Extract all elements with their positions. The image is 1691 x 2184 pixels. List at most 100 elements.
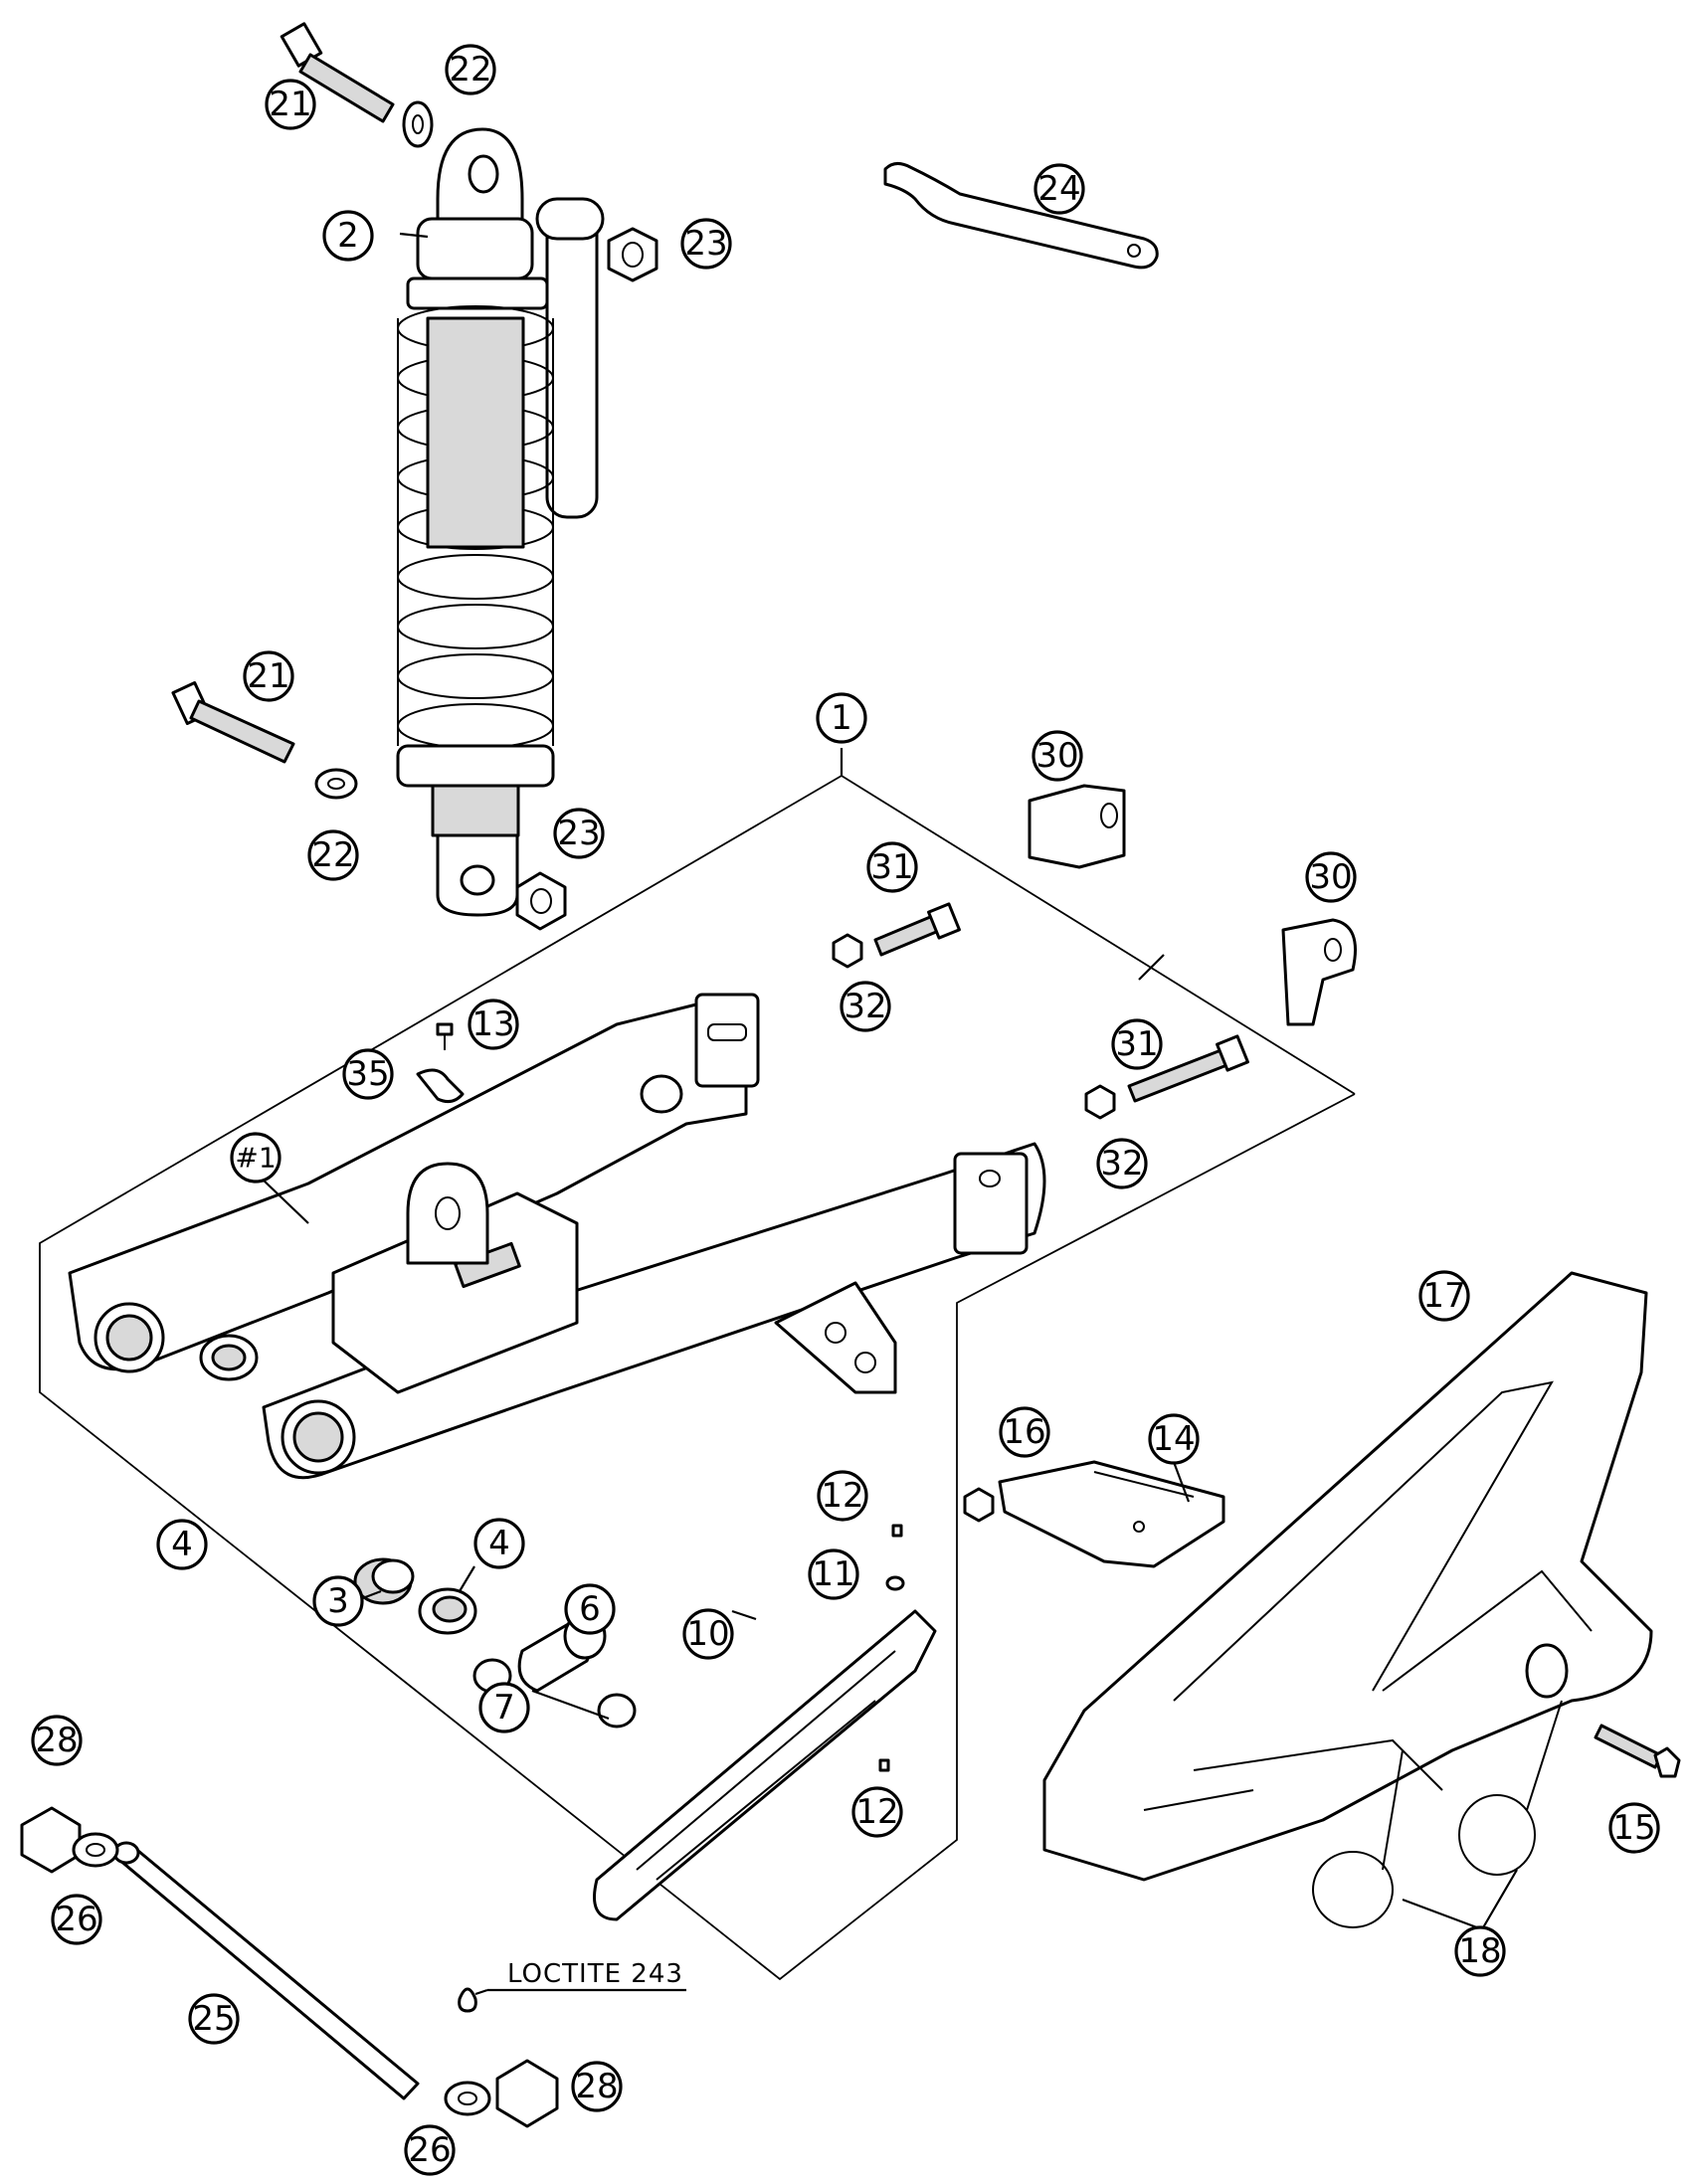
screw-13	[436, 1022, 454, 1050]
svg-text:16: 16	[1003, 1412, 1045, 1452]
callout-4-right: 4	[473, 1518, 525, 1569]
svg-text:10: 10	[686, 1614, 729, 1654]
screw-11	[885, 1575, 905, 1591]
bracket-30-top	[1028, 784, 1126, 869]
callout-28-left: 28	[31, 1715, 83, 1766]
svg-text:26: 26	[55, 1900, 97, 1939]
callout-24: 24	[1033, 163, 1085, 215]
callout-2: 2	[322, 210, 374, 262]
bearing-4-left	[199, 1334, 259, 1381]
svg-text:23: 23	[557, 814, 600, 853]
callout-26-left: 26	[51, 1894, 102, 1945]
svg-text:1: 1	[831, 698, 852, 738]
callout-hash-1: #1	[230, 1132, 282, 1183]
svg-text:28: 28	[35, 1721, 78, 1760]
callout-11: 11	[808, 1548, 859, 1600]
svg-text:17: 17	[1422, 1276, 1465, 1316]
svg-text:22: 22	[449, 50, 491, 90]
svg-text:31: 31	[870, 847, 913, 887]
shock-spring	[397, 305, 554, 749]
svg-text:6: 6	[579, 1589, 601, 1629]
svg-text:14: 14	[1152, 1419, 1195, 1459]
callout-15: 15	[1608, 1802, 1660, 1854]
svg-text:13: 13	[471, 1004, 514, 1044]
callout-6: 6	[564, 1583, 616, 1635]
bearing-4-right	[418, 1587, 477, 1635]
callout-23-top: 23	[680, 218, 732, 270]
callout-16: 16	[999, 1406, 1050, 1458]
callout-18: 18	[1454, 1925, 1506, 1977]
callout-12-bottom: 12	[851, 1786, 903, 1838]
svg-text:26: 26	[408, 2130, 451, 2170]
shock-bolt-top	[280, 22, 395, 123]
callouts: 21 22 2 23 24 21 22 23 1 30 30 31 32 31 …	[31, 44, 1660, 2176]
washer-26-right	[444, 2081, 491, 2116]
callout-28-right: 28	[571, 2061, 623, 2112]
shock-bolt-bottom	[171, 681, 295, 764]
bracket-30-right	[1281, 918, 1357, 1026]
shock-absorber	[396, 127, 605, 917]
clip-35	[416, 1068, 465, 1104]
svg-text:31: 31	[1115, 1024, 1158, 1064]
washer-22-bottom	[314, 768, 358, 800]
loctite-drop	[458, 1987, 477, 2013]
callout-22-top: 22	[445, 44, 496, 95]
callout-21-bottom: 21	[243, 650, 294, 702]
nut-28-right	[495, 2059, 559, 2128]
callout-4-left: 4	[156, 1519, 208, 1570]
callout-1: 1	[816, 692, 867, 744]
spanner-wrench	[883, 162, 1159, 270]
svg-text:15: 15	[1612, 1808, 1655, 1848]
callout-12-top: 12	[817, 1470, 868, 1522]
svg-text:25: 25	[192, 1999, 235, 2039]
nut-16	[963, 1487, 995, 1523]
screw-12-top	[891, 1524, 903, 1538]
cable-ties	[1312, 1700, 1563, 1928]
callout-3: 3	[312, 1575, 364, 1627]
nut-23-top	[607, 227, 658, 282]
svg-text:12: 12	[821, 1476, 863, 1516]
svg-text:18: 18	[1458, 1931, 1501, 1971]
svg-text:21: 21	[269, 85, 311, 124]
bolt-31-right	[1127, 1034, 1249, 1103]
svg-text:28: 28	[575, 2067, 618, 2106]
callout-32-top: 32	[840, 981, 891, 1032]
svg-text:7: 7	[493, 1688, 515, 1728]
svg-text:#1: #1	[235, 1142, 276, 1175]
callout-17: 17	[1418, 1270, 1470, 1322]
washer-22-top	[402, 100, 434, 148]
callout-35: 35	[342, 1048, 394, 1100]
callout-13: 13	[468, 999, 519, 1050]
svg-text:35: 35	[346, 1054, 389, 1094]
callout-10: 10	[682, 1608, 734, 1660]
loctite-note: LOCTITE 243	[507, 1959, 683, 1989]
svg-text:12: 12	[855, 1792, 898, 1832]
leader-lines	[260, 232, 1518, 1996]
svg-text:30: 30	[1309, 857, 1352, 897]
nut-28-left	[20, 1806, 82, 1874]
callout-30-right: 30	[1305, 851, 1357, 903]
chain-guard	[1042, 1271, 1653, 1882]
nut-32-top	[832, 933, 863, 969]
callout-7: 7	[478, 1682, 530, 1733]
callout-25: 25	[188, 1993, 240, 2045]
callout-31-top: 31	[866, 841, 918, 893]
svg-text:32: 32	[1100, 1144, 1143, 1183]
svg-text:24: 24	[1037, 169, 1080, 209]
callout-31-right: 31	[1111, 1018, 1163, 1070]
swingarm-axle	[112, 1841, 420, 2100]
callout-22-bottom: 22	[307, 829, 359, 881]
svg-text:11: 11	[812, 1554, 854, 1594]
bolt-31-top	[873, 902, 961, 957]
svg-text:30: 30	[1035, 736, 1078, 776]
screw-15	[1594, 1724, 1681, 1778]
screw-12-bottom	[878, 1758, 890, 1772]
svg-text:2: 2	[337, 216, 359, 256]
svg-text:23: 23	[684, 224, 727, 264]
chain-slider	[593, 1609, 937, 1921]
svg-text:4: 4	[171, 1525, 193, 1564]
svg-text:32: 32	[844, 987, 886, 1026]
swingarm	[68, 993, 1046, 1480]
svg-text:22: 22	[311, 835, 354, 875]
